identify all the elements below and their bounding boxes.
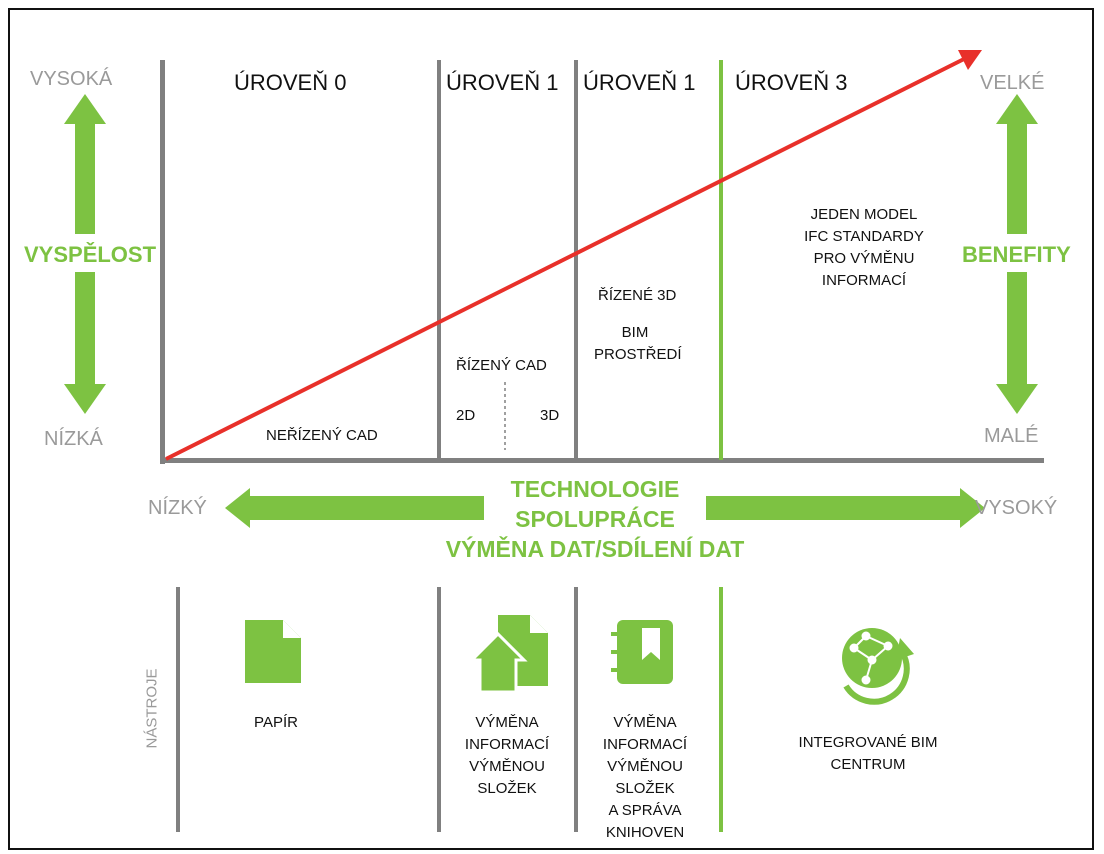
notebook-icon bbox=[611, 620, 673, 684]
divider-level-3 bbox=[719, 60, 723, 460]
diagram-frame bbox=[8, 8, 1094, 850]
level-3-header: ÚROVEŇ 3 bbox=[735, 70, 848, 95]
technology-low-label: NÍZKÝ bbox=[148, 497, 207, 519]
maturity-low-label: NÍZKÁ bbox=[44, 428, 103, 450]
network-globe-icon bbox=[842, 628, 914, 705]
tool-library-text: VÝMĚNA INFORMACÍ VÝMĚNOU SLOŽEK A SPRÁVA… bbox=[602, 714, 688, 841]
divider-level-2 bbox=[574, 60, 578, 460]
technology-arrow bbox=[225, 488, 985, 528]
maturity-arrow bbox=[64, 94, 106, 414]
level-1-header: ÚROVEŇ 1 bbox=[446, 70, 559, 95]
benefits-arrow bbox=[996, 94, 1038, 414]
level-2-header: ÚROVEŇ 1 bbox=[583, 70, 696, 95]
x-axis-line bbox=[160, 458, 1044, 463]
tools-divider-0 bbox=[176, 587, 180, 832]
label-3d: 3D bbox=[540, 407, 560, 424]
uncontrolled-cad-label: NEŘÍZENÝ CAD bbox=[266, 427, 378, 444]
controlled-3d-label: ŘÍZENÉ 3D bbox=[598, 287, 677, 304]
tools-divider-1 bbox=[437, 587, 441, 832]
tools-divider-3 bbox=[719, 587, 723, 832]
divider-level-1 bbox=[437, 60, 441, 460]
benefits-low-label: MALÉ bbox=[984, 425, 1039, 447]
level-0-header: ÚROVEŇ 0 bbox=[234, 70, 347, 95]
benefits-label: BENEFITY bbox=[962, 242, 1071, 267]
tools-label: NÁSTROJE bbox=[143, 668, 161, 749]
label-2d: 2D bbox=[456, 407, 476, 424]
tools-divider-2 bbox=[574, 587, 578, 832]
benefits-high-label: VELKÉ bbox=[980, 72, 1045, 94]
bim-environment-text: BIM PROSTŘEDÍ bbox=[594, 324, 682, 363]
technology-high-label: VYSOKÝ bbox=[975, 497, 1058, 519]
y-axis-line bbox=[160, 60, 165, 464]
trend-arrow bbox=[165, 50, 982, 461]
single-model-text: JEDEN MODEL IFC STANDARDY PRO VÝMĚNU INF… bbox=[804, 206, 924, 289]
document-icon bbox=[245, 620, 301, 683]
technology-center-label: TECHNOLOGIE SPOLUPRÁCE VÝMĚNA DAT/SDÍLEN… bbox=[445, 476, 745, 562]
tool-paper-text: PAPÍR bbox=[254, 714, 298, 731]
folder-house-icon bbox=[468, 615, 548, 694]
maturity-label: VYSPĚLOST bbox=[24, 242, 157, 267]
tool-folder-exchange-text: VÝMĚNA INFORMACÍ VÝMĚNOU SLOŽEK bbox=[464, 714, 550, 797]
maturity-high-label: VYSOKÁ bbox=[30, 68, 113, 90]
tool-bim-center-text: INTEGROVANÉ BIM CENTRUM bbox=[798, 734, 938, 773]
controlled-cad-label: ŘÍZENÝ CAD bbox=[456, 357, 547, 374]
